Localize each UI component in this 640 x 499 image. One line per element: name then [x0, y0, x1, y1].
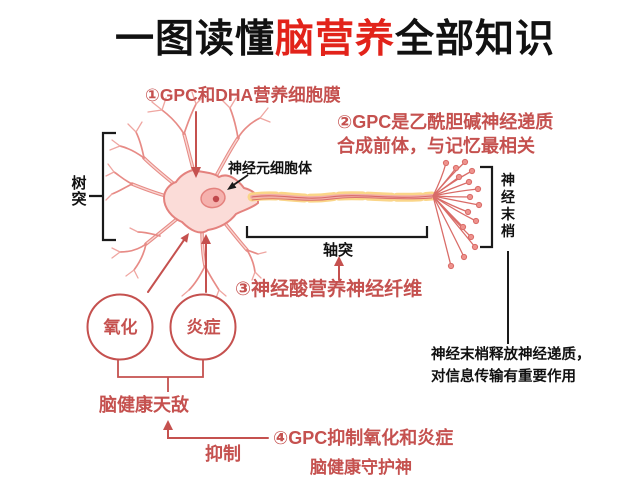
title-suffix: 全部知识: [395, 18, 556, 61]
title-prefix: 一图读懂: [114, 18, 275, 61]
annotation-4-line2: 脑健康守护神: [310, 458, 412, 477]
endings-note-line2: 对信息传输有重要作用: [431, 369, 576, 385]
cell-body-label: 神经元细胞体: [228, 160, 312, 176]
page-title: 一图读懂脑营养全部知识: [30, 8, 640, 64]
cell-body-pointer-arrow: [227, 174, 249, 190]
nerve-endings-bracket: [480, 165, 494, 249]
oxidation-circle: [86, 293, 154, 361]
nucleolus: [212, 195, 220, 203]
annotation-2-line1: ②GPC是乙酰胆碱神经递质: [337, 112, 554, 132]
axon-drawing: [247, 191, 437, 203]
axon-label: 轴突: [322, 242, 353, 259]
nerve-endings-drawing: [432, 158, 483, 270]
nemesis-label: 脑健康天敌: [99, 395, 189, 415]
dendrites-bracket: [89, 131, 116, 242]
title-highlight: 脑营养: [274, 18, 395, 61]
annotation-4-line1: ④GPC抑制氧化和炎症: [273, 428, 454, 448]
inflammation-arrow: [201, 234, 211, 293]
inhibit-label: 抑制: [205, 444, 241, 464]
annotation-1-membrane: ①GPC和DHA营养细胞膜: [145, 85, 341, 105]
nerve-endings-label: 神 经 末 梢: [501, 172, 515, 239]
inflammation-circle: [169, 293, 237, 361]
axon-annotation-arrow: [334, 256, 344, 281]
membrane-arrow: [191, 111, 201, 178]
annotation-3-axon: ③神经酸营养神经纤维: [235, 279, 423, 300]
axon-bracket: [245, 226, 429, 239]
annotation-2-line2: 合成前体，与记忆最相关: [337, 136, 535, 156]
enemy-circles: [86, 293, 237, 392]
circles-to-nemesis-connector: [117, 360, 204, 392]
inflammation-label: 炎症: [186, 318, 221, 337]
oxidation-label: 氧化: [103, 318, 138, 337]
dendrites-label: 树 突: [71, 175, 87, 208]
inhibit-arrow: [163, 420, 269, 439]
oxidation-arrow: [147, 233, 189, 293]
annotation-arrows: [147, 111, 344, 439]
endings-note-line1: 神经末梢释放神经递质，: [431, 347, 591, 363]
